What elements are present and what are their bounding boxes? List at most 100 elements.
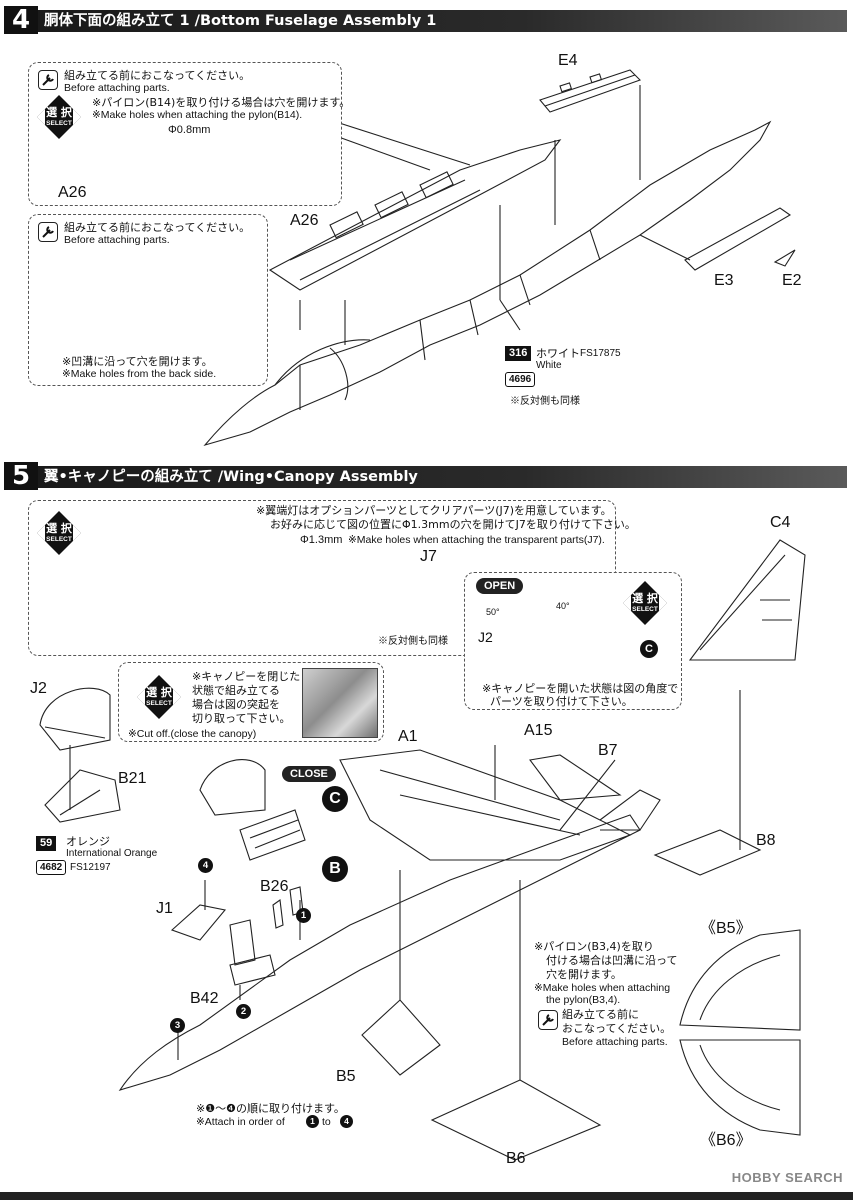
paint-number: 59: [36, 836, 57, 851]
pylon-note-jp3: 穴を開けます。: [546, 968, 622, 981]
select-badge-icon: 選 択 SELECT: [36, 510, 82, 556]
part-label-b7: B7: [598, 742, 618, 759]
order-note-en2: to: [322, 1116, 331, 1128]
paint-fs: FS12197: [70, 862, 111, 873]
wrench-icon: [38, 222, 58, 242]
step4-detail-box-pylon: [28, 62, 342, 206]
pylon-note-en2: the pylon(B3,4).: [546, 994, 621, 1006]
pylon-note-jp1: ※パイロン(B3,4)を取り: [534, 940, 654, 953]
part-label-b21: B21: [118, 770, 147, 787]
step4-note1-jp: 組み立てる前におこなってください。: [64, 69, 251, 82]
order-number-2: 2: [236, 1004, 251, 1019]
before-note-en: Before attaching parts.: [562, 1036, 668, 1048]
cut-note-jp2: 状態で組み立てる: [192, 684, 280, 697]
letter-c: C: [322, 786, 348, 812]
canopy-photo: [302, 668, 378, 738]
pylon-note-en1: ※Make holes when attaching: [534, 982, 671, 994]
paint-fs: FS17875: [580, 348, 621, 359]
step4-note2-en: Before attaching parts.: [64, 234, 170, 246]
step4-detail-part-a26: A26: [58, 184, 87, 201]
paint-code: 4696: [505, 372, 536, 387]
select-badge-jp: 選 択: [46, 522, 72, 535]
order-note-end: 4: [340, 1115, 353, 1128]
select-badge-jp: 選 択: [146, 686, 172, 699]
part-label-j7: J7: [420, 548, 437, 565]
paint-name-jp: ホワイト: [536, 348, 580, 360]
part-label-b8: B8: [756, 832, 776, 849]
part-label-b42: B42: [190, 990, 219, 1007]
order-number-1: 1: [296, 908, 311, 923]
step5-header: 5 翼•キャノピーの組み立て /Wing•Canopy Assembly: [0, 462, 853, 490]
open-angle-50: 50°: [486, 607, 500, 617]
part-label-b6-variant: 《B6》: [700, 1132, 752, 1149]
step4-pylon-note-jp: ※パイロン(B14)を取り付ける場合は穴を開けます。: [92, 96, 351, 109]
open-angle-40: 40°: [556, 601, 570, 611]
step4-groove-note-jp: ※凹溝に沿って穴を開けます。: [62, 355, 213, 368]
footer-bar: [0, 1192, 853, 1200]
cut-note-jp3: 場合は図の突起を: [192, 698, 280, 711]
part-label-a26: A26: [290, 212, 319, 229]
part-label-e2: E2: [782, 272, 802, 289]
wing-light-note-en: ※Make holes when attaching the transpare…: [348, 534, 605, 546]
select-badge-icon: 選 択 SELECT: [136, 674, 182, 720]
before-note-jp1: 組み立てる前に: [562, 1008, 639, 1021]
before-note-jp2: おこなってください。: [562, 1022, 672, 1035]
order-note-en1: ※Attach in order of: [196, 1116, 285, 1128]
select-badge-jp: 選 択: [632, 592, 658, 605]
cut-note-en: ※Cut off.(close the canopy): [128, 728, 257, 740]
paint-chip-white: 316: [505, 346, 532, 361]
order-note-start: 1: [306, 1115, 319, 1128]
step4-note1-en: Before attaching parts.: [64, 82, 170, 94]
step4-pylon-note-en: ※Make holes when attaching the pylon(B14…: [92, 109, 303, 121]
select-badge-en: SELECT: [146, 700, 172, 707]
select-badge-icon: 選 択 SELECT: [622, 580, 668, 626]
part-label-j2: J2: [30, 680, 47, 697]
part-label-j1: J1: [156, 900, 173, 917]
paint-code: 4682: [36, 860, 67, 875]
step4-detail-box-holes: [28, 214, 268, 386]
order-number-3: 3: [170, 1018, 185, 1033]
cut-note-jp1: ※キャノピーを閉じた: [192, 670, 301, 683]
part-label-e4: E4: [558, 52, 578, 69]
pylon-note-jp2: 付ける場合は凹溝に沿って: [546, 954, 678, 967]
step4-opposite-note: ※反対側も同様: [510, 396, 580, 407]
paint-chip-orange: 59: [36, 836, 57, 851]
part-label-a15: A15: [524, 722, 553, 739]
open-note-jp1: ※キャノピーを開いた状態は図の角度で: [482, 682, 679, 695]
cut-note-jp4: 切り取って下さい。: [192, 712, 291, 725]
part-label-b6: B6: [506, 1150, 526, 1167]
paint-name-en: White: [536, 360, 562, 371]
select-badge-en: SELECT: [632, 606, 658, 613]
wing-light-note-jp2: お好みに応じて図の位置にΦ1.3mmの穴を開けてJ7を取り付けて下さい。: [270, 518, 636, 531]
select-badge-en: SELECT: [46, 536, 72, 543]
wrench-icon: [538, 1010, 558, 1030]
paint-number: 316: [505, 346, 532, 361]
part-label-a1: A1: [398, 728, 418, 745]
select-badge-en: SELECT: [46, 120, 72, 127]
step4-groove-note-en: ※Make holes from the back side.: [62, 368, 217, 380]
letter-b: B: [322, 856, 348, 882]
select-badge-icon: 選 択 SELECT: [36, 94, 82, 140]
step4-number: 4: [4, 6, 38, 34]
wing-hole-size: Φ1.3mm: [300, 534, 343, 546]
part-label-j2-open: J2: [478, 629, 493, 645]
watermark: HOBBY SEARCH: [731, 1170, 843, 1185]
paint-name-en: International Orange: [66, 848, 158, 859]
step5-number: 5: [4, 462, 38, 490]
step4-note2-jp: 組み立てる前におこなってください。: [64, 221, 251, 234]
part-label-b5: B5: [336, 1068, 356, 1085]
wrench-icon: [38, 70, 58, 90]
open-label: OPEN: [476, 578, 524, 594]
paint-name-jp: オレンジ: [66, 836, 110, 848]
step4-title-bar: [38, 10, 847, 32]
step4-header: 4 胴体下面の組み立て 1 /Bottom Fuselage Assembly …: [0, 6, 853, 34]
part-label-b26: B26: [260, 878, 289, 895]
part-label-c4: C4: [770, 514, 791, 531]
part-label-e3: E3: [714, 272, 734, 289]
order-note-jp: ※❶〜❹の順に取り付けます。: [196, 1102, 345, 1115]
wing-light-note-jp1: ※翼端灯はオプションパーツとしてクリアパーツ(J7)を用意しています。: [256, 504, 612, 517]
select-badge-jp: 選 択: [46, 106, 72, 119]
close-label: CLOSE: [282, 766, 336, 782]
open-note-jp2: パーツを取り付けて下さい。: [490, 695, 633, 708]
order-number-4: 4: [198, 858, 213, 873]
